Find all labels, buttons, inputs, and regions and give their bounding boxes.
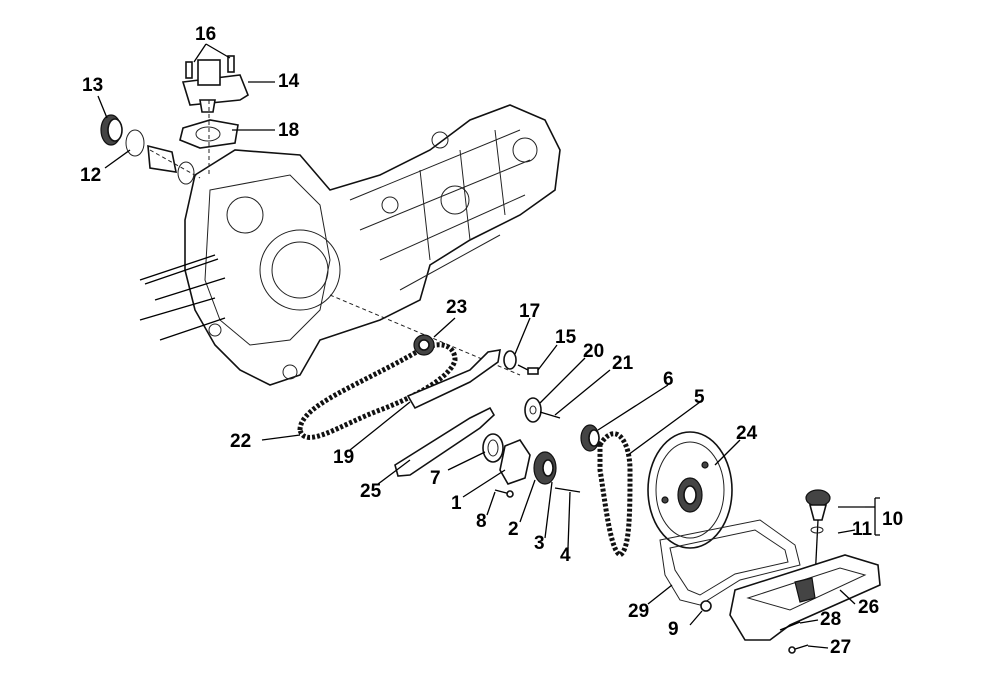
callout-4: 4: [560, 545, 571, 566]
sump-gasket-29: [659, 519, 801, 606]
oil-dipstick-10-11: [805, 489, 831, 581]
callout-8: 8: [476, 511, 487, 532]
guide-bolt-17-15: [503, 350, 539, 375]
callout-15: 15: [555, 327, 577, 348]
cylinder-studs: [139, 254, 226, 341]
washer-20-21: [524, 397, 561, 423]
callout-7: 7: [430, 468, 441, 489]
callout-14: 14: [278, 71, 300, 92]
pump-cover-24: [647, 431, 733, 549]
callout-17: 17: [519, 301, 541, 322]
callout-19: 19: [333, 447, 355, 468]
callout-27: 27: [830, 637, 852, 658]
callout-10: 10: [882, 509, 904, 530]
callout-11: 11: [852, 519, 873, 540]
callout-24: 24: [736, 423, 758, 444]
chain-tensioner-assembly: [179, 55, 249, 149]
oil-pump-assembly: [482, 433, 581, 498]
callout-22: 22: [230, 431, 252, 452]
callout-9: 9: [668, 619, 679, 640]
callout-16: 16: [195, 24, 217, 45]
leader-lines: [97, 43, 880, 649]
callout-6: 6: [663, 369, 674, 390]
callout-26: 26: [858, 597, 880, 618]
callout-28: 28: [820, 609, 842, 630]
oil-pump-chain: [597, 431, 633, 558]
callout-12: 12: [80, 165, 102, 186]
oil-filter-cap-and-seal: [100, 114, 195, 185]
chain-guide: [406, 349, 501, 410]
callout-5: 5: [694, 387, 705, 408]
drain-plug-9: [700, 600, 712, 612]
callout-18: 18: [278, 120, 300, 141]
chain-tensioner-guide: [394, 406, 496, 477]
bolt-27: [788, 646, 796, 654]
callout-23: 23: [446, 297, 468, 318]
callout-2: 2: [508, 519, 519, 540]
callout-25: 25: [360, 481, 382, 502]
crankcase: [184, 104, 561, 386]
callout-21: 21: [612, 353, 634, 374]
callout-3: 3: [534, 533, 545, 554]
timing-chain: [297, 342, 458, 440]
callout-29: 29: [628, 601, 650, 622]
callout-1: 1: [451, 493, 462, 514]
oil-sump-26: [729, 554, 881, 641]
callout-20: 20: [583, 341, 605, 362]
callout-13: 13: [82, 75, 104, 96]
